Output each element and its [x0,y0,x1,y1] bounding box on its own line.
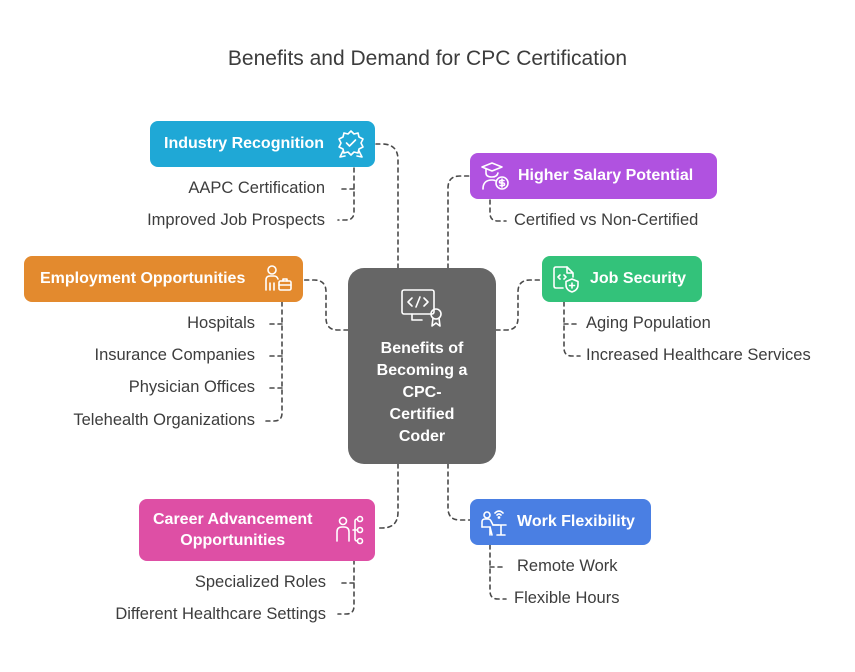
industry-recognition-node: Industry Recognition [150,121,375,167]
central-node: Benefits of Becoming a CPC- Certified Co… [348,268,496,464]
industry-recognition-label: Industry Recognition [164,135,324,152]
employment-opportunities-node: Employment Opportunities [24,256,303,302]
higher-salary-node: Higher Salary Potential [470,153,717,199]
list-item: Telehealth Organizations [73,411,255,429]
central-line: Becoming a [376,362,468,379]
diagram-title: Benefits and Demand for CPC Certificatio… [227,47,628,70]
job-security-label: Job Security [590,270,687,287]
career-advancement-node: Career Advancement Opportunities [139,499,375,561]
central-line: Coder [398,428,446,445]
higher-salary-label: Higher Salary Potential [518,167,694,184]
central-line: Benefits of [380,340,464,357]
list-item: AAPC Certification [188,179,325,197]
graduate-money-icon [481,162,509,190]
career-advancement-label: Career Advancement Opportunities [153,509,312,551]
work-flexibility-label: Work Flexibility [517,513,635,530]
code-monitor-certificate-icon [401,289,442,327]
list-item: Specialized Roles [194,573,326,591]
list-item: Increased Healthcare Services [586,346,811,364]
central-node-text: Benefits of Becoming a CPC- Certified Co… [358,338,486,448]
list-item: Insurance Companies [94,346,255,364]
list-item: Flexible Hours [514,589,620,607]
job-security-node: Job Security [542,256,702,302]
list-item: Certified vs Non-Certified [514,211,699,229]
career-advancement-label-line: Opportunities [180,532,286,549]
person-briefcase-icon [265,265,292,291]
list-item: Hospitals [187,314,255,332]
work-flexibility-node: Work Flexibility [470,499,651,545]
central-line: CPC- [402,384,442,401]
list-item: Improved Job Prospects [147,211,325,229]
code-shield-icon [553,266,579,293]
list-item: Aging Population [586,314,711,332]
list-item: Different Healthcare Settings [115,605,326,623]
person-network-icon [336,515,364,545]
employment-opportunities-label: Employment Opportunities [40,270,246,287]
central-line: Certified [389,406,455,423]
list-item: Remote Work [517,557,618,575]
remote-worker-icon [481,510,507,536]
list-item: Physician Offices [128,378,255,396]
career-advancement-label-line: Career Advancement [153,511,313,528]
award-badge-icon [338,130,364,158]
